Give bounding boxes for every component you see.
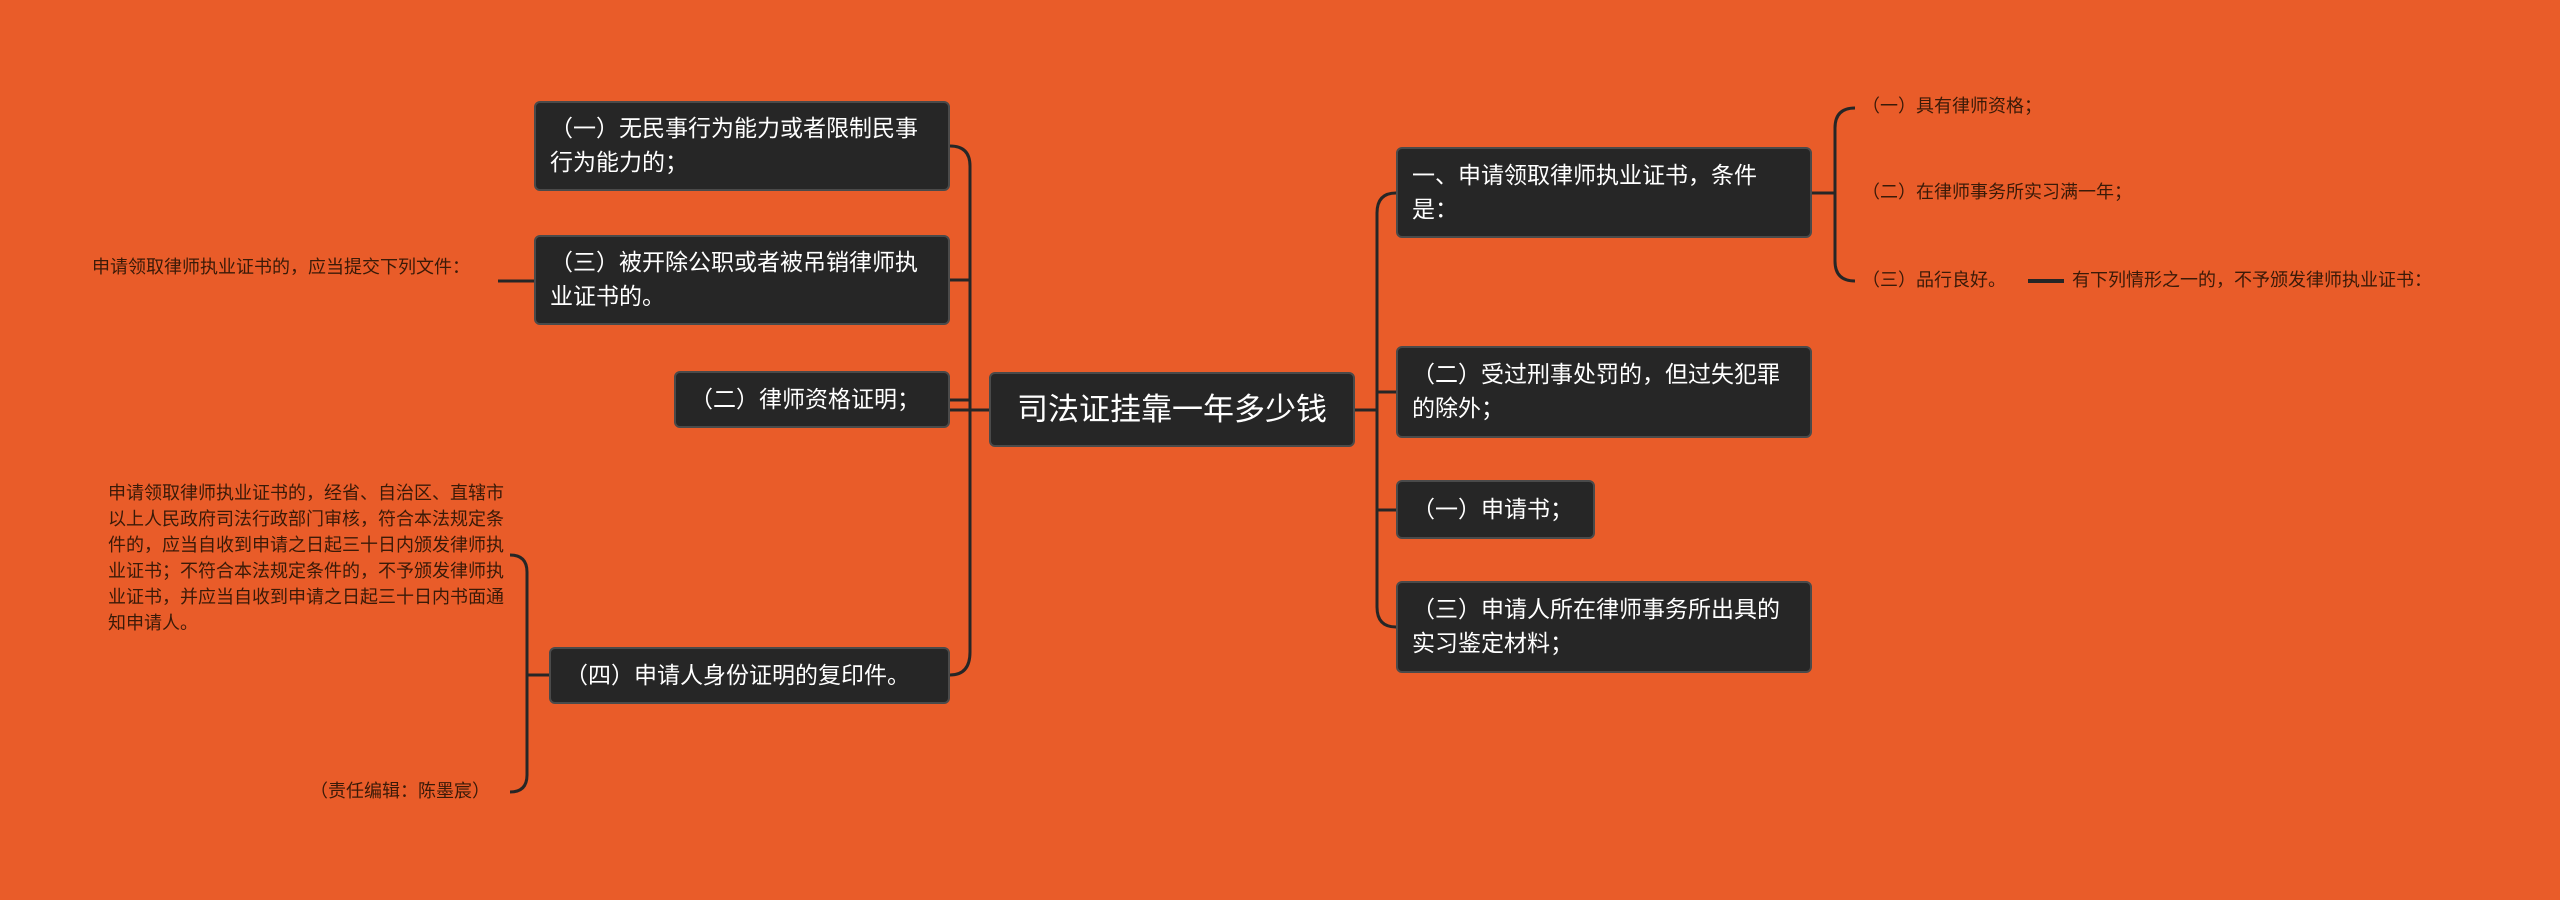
- node-label: （四）申请人身份证明的复印件。: [565, 662, 910, 689]
- exclusion-note: 有下列情形之一的，不予颁发律师执业证书：: [2072, 270, 2432, 291]
- right-node-1[interactable]: 一、申请领取律师执业证书，条件是：: [1396, 147, 1812, 238]
- node-label: （三）被开除公职或者被吊销律师执业证书的。: [550, 250, 918, 310]
- right-node-2[interactable]: （二）受过刑事处罚的，但过失犯罪的除外；: [1396, 346, 1812, 438]
- right-node-3[interactable]: （一）申请书；: [1396, 480, 1595, 539]
- right-node-4[interactable]: （三）申请人所在律师事务所出具的实习鉴定材料；: [1396, 581, 1812, 673]
- left-node-1[interactable]: （一）无民事行为能力或者限制民事行为能力的；: [534, 101, 950, 191]
- node-label: （二）律师资格证明；: [690, 386, 920, 413]
- node-label: （二）受过刑事处罚的，但过失犯罪的除外；: [1412, 362, 1780, 422]
- note-review: 申请领取律师执业证书的，经省、自治区、直辖市以上人民政府司法行政部门审核，符合本…: [108, 483, 504, 634]
- left-node-4[interactable]: （四）申请人身份证明的复印件。: [549, 647, 950, 704]
- condition-2: （二）在律师事务所实习满一年；: [1862, 182, 2132, 203]
- note-submit: 申请领取律师执业证书的，应当提交下列文件：: [92, 257, 470, 278]
- node-label: （三）申请人所在律师事务所出具的实习鉴定材料；: [1412, 597, 1780, 657]
- left-node-2[interactable]: （三）被开除公职或者被吊销律师执业证书的。: [534, 235, 950, 325]
- root-label: 司法证挂靠一年多少钱: [1017, 391, 1327, 428]
- node-label: （一）无民事行为能力或者限制民事行为能力的；: [550, 116, 918, 176]
- root-node[interactable]: 司法证挂靠一年多少钱: [989, 372, 1355, 447]
- node-label: （一）申请书；: [1412, 496, 1573, 523]
- condition-3: （三）品行良好。: [1862, 270, 2006, 291]
- left-node-3[interactable]: （二）律师资格证明；: [674, 371, 950, 428]
- condition-1: （一）具有律师资格；: [1862, 96, 2042, 117]
- node-label: 一、申请领取律师执业证书，条件是：: [1412, 162, 1757, 223]
- editor-credit: （责任编辑：陈墨宸）: [310, 781, 490, 802]
